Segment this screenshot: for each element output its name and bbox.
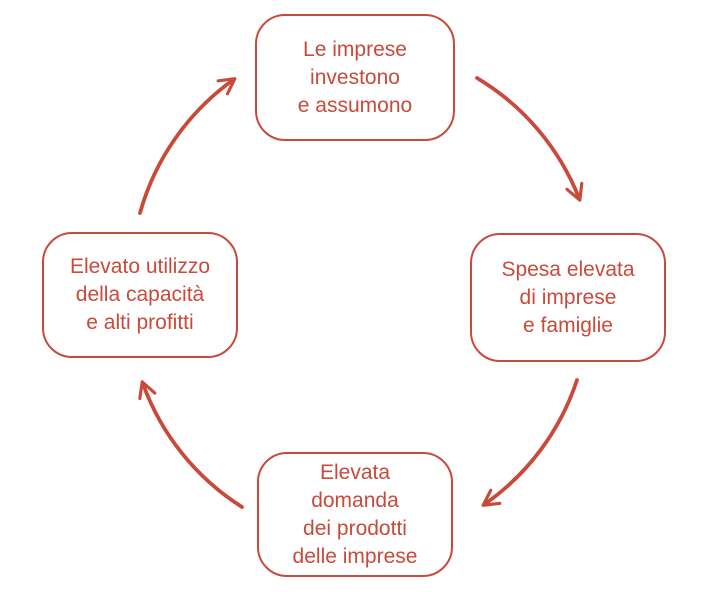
- arrow-right-to-bottom-icon: [481, 378, 579, 507]
- arrow-top-to-right-icon: [475, 76, 584, 202]
- arrow-left-to-top-icon: [138, 77, 237, 215]
- node-firms-invest-label: Le imprese investono e assumono: [297, 37, 413, 117]
- node-high-capacity-profits: Elevato utilizzo della capacità e alti p…: [42, 232, 238, 358]
- node-firms-invest: Le imprese investono e assumono: [255, 14, 455, 141]
- node-high-capacity-profits-label: Elevato utilizzo della capacità e alti p…: [69, 255, 211, 334]
- node-high-spending: Spesa elevata di imprese e famiglie: [470, 233, 666, 362]
- node-high-demand-label: Elevata domanda dei prodotti delle impre…: [292, 460, 418, 568]
- node-high-spending-label: Spesa elevata di imprese e famiglie: [501, 257, 635, 337]
- node-high-demand: Elevata domanda dei prodotti delle impre…: [257, 452, 453, 577]
- arrow-bottom-to-left-icon: [138, 380, 244, 509]
